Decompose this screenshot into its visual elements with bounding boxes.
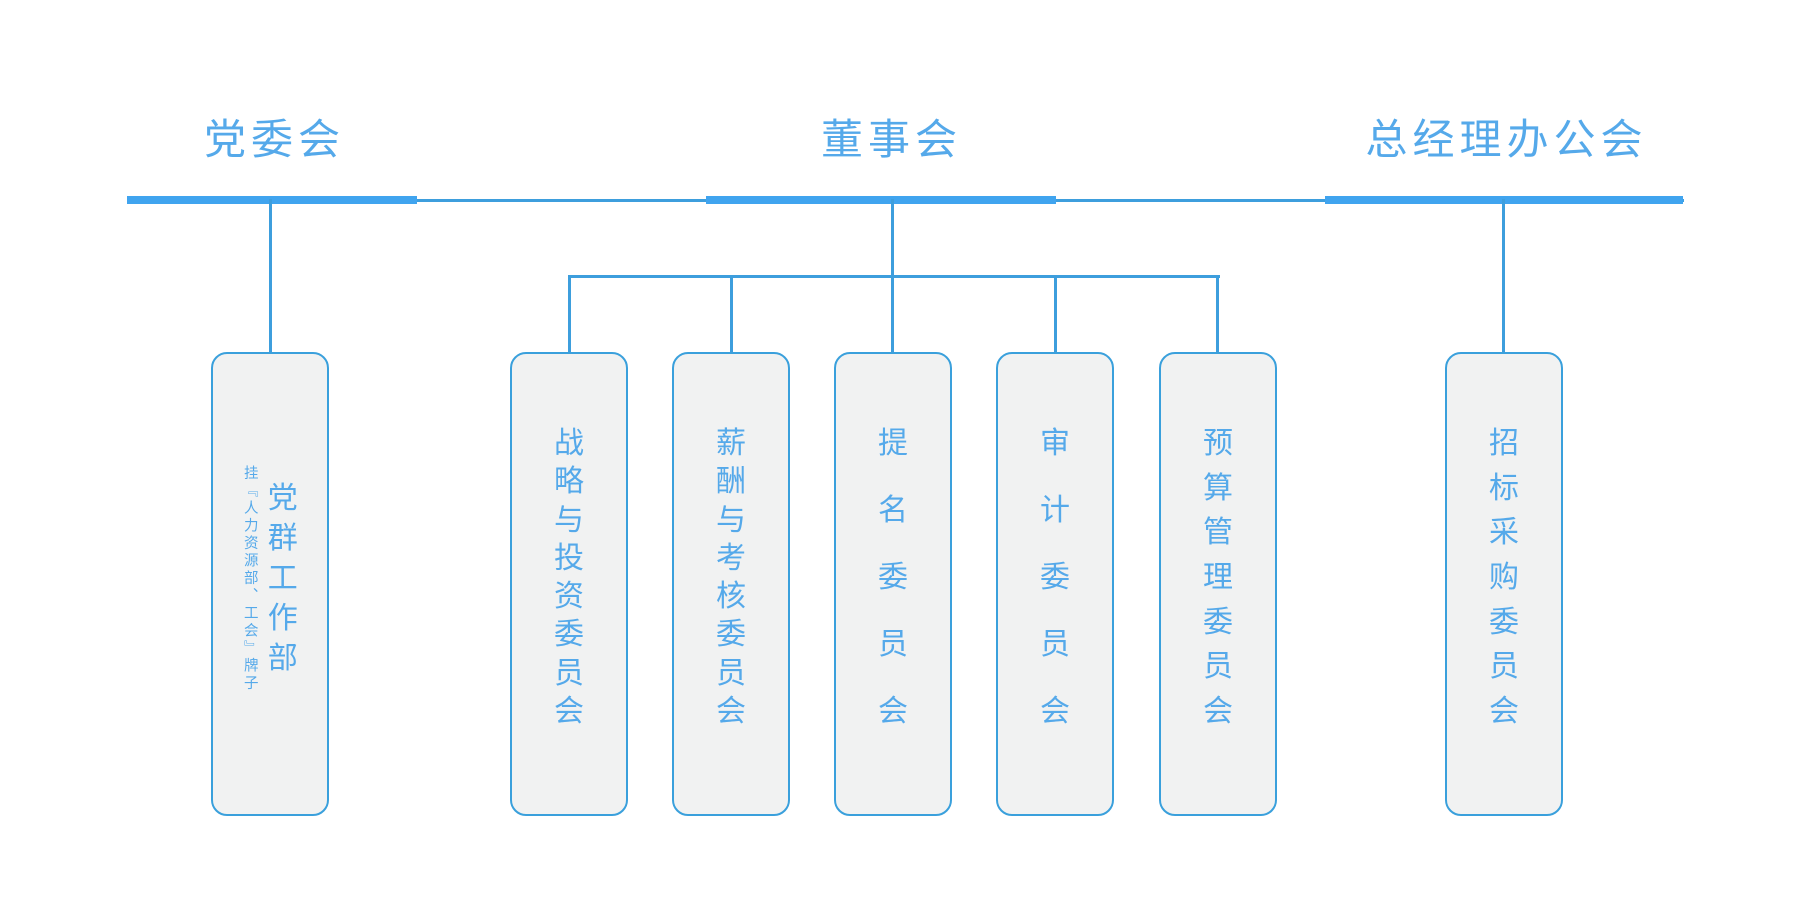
node-strategy-investment-committee: 战略与投资委员会 — [510, 352, 628, 816]
branch-drop-strategy-investment — [568, 275, 571, 355]
branch-drop-remuneration-assessment — [730, 275, 733, 355]
label-char: 委 — [554, 618, 584, 652]
label-char: 采 — [1489, 516, 1519, 550]
label-char: 会 — [878, 695, 908, 728]
node-party-mass-work-dept: 挂『人力资源部、工会』牌子 党群工作部 — [211, 352, 329, 816]
label-char: 计 — [1040, 494, 1070, 527]
label-char: 会 — [554, 694, 584, 728]
label-char: 会 — [1203, 694, 1233, 728]
label-char: 资 — [554, 580, 584, 614]
label-char: 投 — [554, 541, 584, 575]
label-char: 群 — [267, 522, 298, 555]
label-char: 员 — [1040, 628, 1070, 661]
node-label-bidding-procurement-committee: 招标采购委员会 — [1489, 429, 1519, 727]
node-label-remuneration-assessment-committee: 薪酬与考核委员会 — [716, 429, 746, 727]
label-char: 与 — [716, 503, 746, 537]
label-char: 审 — [1040, 427, 1070, 460]
label-char: 委 — [1203, 605, 1233, 639]
label-char: 员 — [1489, 650, 1519, 684]
node-label-nomination-committee: 提名委员会 — [878, 429, 908, 727]
label-char: 薪 — [716, 427, 746, 460]
emphasis-bar-party-committee — [127, 196, 417, 204]
top-label-board-of-directors: 董事会 — [820, 116, 963, 163]
label-char: 工 — [267, 562, 298, 595]
label-char: 名 — [878, 494, 908, 527]
label-char: 会 — [716, 694, 746, 728]
node-remuneration-assessment-committee: 薪酬与考核委员会 — [672, 352, 790, 816]
label-char: 招 — [1489, 427, 1519, 460]
node-label-strategy-investment-committee: 战略与投资委员会 — [554, 429, 584, 727]
label-char: 核 — [716, 580, 746, 614]
node-nomination-committee: 提名委员会 — [834, 352, 952, 816]
emphasis-bar-board-of-directors — [706, 196, 1056, 204]
label-char: 略 — [554, 465, 584, 499]
label-char: 员 — [554, 656, 584, 690]
node-budget-management-committee: 预算管理委员会 — [1159, 352, 1277, 816]
label-char: 理 — [1203, 560, 1233, 594]
label-char: 作 — [267, 602, 298, 635]
node-label-audit-committee: 审计委员会 — [1040, 429, 1070, 727]
label-char: 考 — [716, 541, 746, 575]
label-char: 会 — [1040, 695, 1070, 728]
label-char: 标 — [1489, 471, 1519, 505]
label-char: 会 — [1489, 694, 1519, 728]
label-char: 委 — [716, 618, 746, 652]
label-char: 员 — [1203, 650, 1233, 684]
label-char: 委 — [1040, 561, 1070, 594]
node-label-budget-management-committee: 预算管理委员会 — [1203, 429, 1233, 727]
branch-drop-audit — [1054, 275, 1057, 355]
label-char: 员 — [878, 628, 908, 661]
top-label-party-committee: 党委会 — [203, 116, 346, 163]
drop-line-general-manager-office — [1502, 199, 1505, 354]
label-char: 委 — [1489, 605, 1519, 639]
label-char: 提 — [878, 427, 908, 460]
label-char: 算 — [1203, 471, 1233, 505]
drop-line-party-committee — [269, 199, 272, 354]
branch-connector-line — [568, 275, 1220, 278]
label-char: 委 — [878, 561, 908, 594]
label-char: 管 — [1203, 516, 1233, 550]
label-char: 酬 — [716, 465, 746, 499]
label-char: 部 — [267, 642, 298, 675]
branch-drop-budget-management — [1216, 275, 1219, 355]
node-audit-committee: 审计委员会 — [996, 352, 1114, 816]
top-label-general-manager-office: 总经理办公会 — [1365, 116, 1648, 163]
label-char: 员 — [716, 656, 746, 690]
label-char: 战 — [554, 427, 584, 460]
node-bidding-procurement-committee: 招标采购委员会 — [1445, 352, 1563, 816]
label-char: 与 — [554, 503, 584, 537]
label-char: 购 — [1489, 560, 1519, 594]
node-note-signboards: 挂『人力资源部、工会』牌子 — [241, 465, 258, 693]
node-label-party-mass-work-dept: 党群工作部 — [268, 484, 298, 674]
node-content: 挂『人力资源部、工会』牌子 党群工作部 — [242, 465, 298, 693]
label-char: 预 — [1203, 427, 1233, 460]
label-char: 党 — [267, 482, 298, 515]
